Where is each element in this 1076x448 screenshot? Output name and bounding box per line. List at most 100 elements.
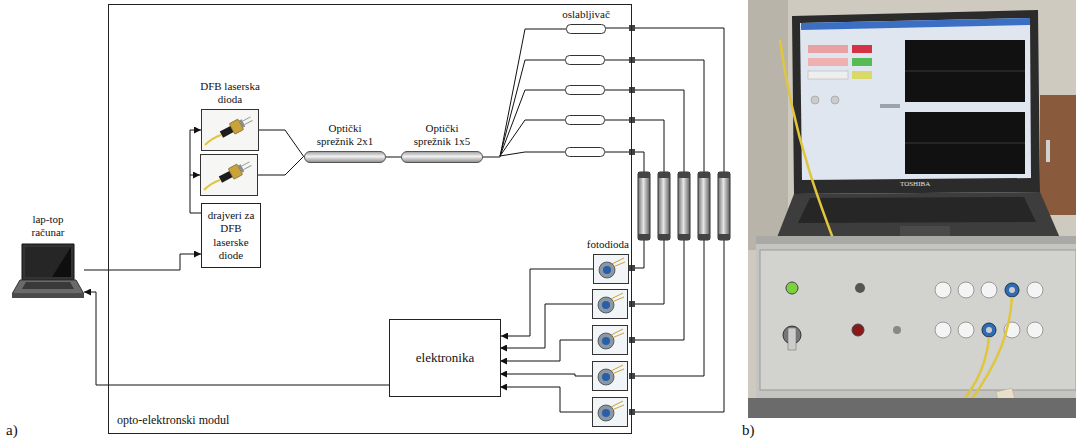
setup-photo [808,45,848,53]
sensor-tube [658,172,670,240]
connector [386,157,401,158]
sensor-tube [698,172,710,240]
laptop-computer: lap-top računar [12,242,84,300]
module-housing: DFB laserska dioda drajveri za DFB lasers… [108,4,632,434]
fiber-wire [635,90,684,172]
laser-diode: DFB laserska dioda [201,109,259,151]
electronics-box: elektronika [389,319,501,397]
setup-photo [1040,95,1076,215]
fiber-port [629,265,635,271]
attenuator [566,148,605,157]
setup-photo [905,40,1025,102]
photodiode [593,290,628,427]
setup-photo [808,71,848,79]
fiber-port [629,373,635,379]
laser-diode [201,155,258,196]
setup-photo [748,0,788,250]
setup-photo [798,197,1036,223]
connector [84,292,389,385]
node-heading: Optički sprežnik 2x1 [310,122,380,148]
setup-photo [786,282,798,294]
setup-photo [905,143,1025,144]
node-label: elektronika [394,350,496,366]
photodiode [593,290,628,319]
sensor-tube [718,234,730,240]
fiber-wire [500,374,592,376]
fiber-wire [190,28,724,412]
fiber-wire [605,90,629,91]
fiber-port [629,25,635,31]
attenuator: oslabljivač [566,24,606,34]
setup-photo [905,71,1025,72]
photodiode [593,326,628,355]
sensor-tube [678,234,690,240]
connector [501,269,593,336]
sensor-tube [658,172,670,178]
setup-photo [986,327,992,333]
sensor-tube [638,172,650,240]
sensor-tube [638,172,730,240]
node-heading: Optički sprežnik 1x5 [407,122,477,148]
setup-photo [748,398,1076,418]
text-holder: drajveri za DFB laserske diode [202,209,260,262]
setup-photo [935,322,951,338]
setup-photo [831,96,839,104]
fiber-wire [605,28,629,29]
connector [483,29,566,157]
node-heading: lap-top računar [23,213,73,239]
heading-holder: oslabljivač [562,8,610,21]
photodiode [593,362,628,391]
fiber-wire [605,120,629,121]
setup-photo [748,0,1076,418]
laser-diode-picture [202,110,259,151]
attenuator [566,86,605,95]
setup-photo [756,244,1076,398]
sensor-tube [698,234,710,240]
fiber-wire [605,60,629,61]
fiber-wire [635,240,644,268]
node-heading: oslabljivač [562,8,610,21]
fiber-wire [500,387,592,412]
setup-photo [801,18,1030,30]
photodiode-picture [593,254,629,284]
photodiode: fotodioda [593,254,629,284]
node-heading: DFB laserska dioda [193,80,267,106]
fiber-wire [500,340,592,361]
setup-photo [808,58,848,66]
fiber-port [629,409,635,415]
heading-holder: lap-top računar [23,213,73,239]
sensor-tube [638,234,650,240]
connector [190,130,201,213]
sensor-tube [658,234,670,240]
setup-photo [748,0,1076,418]
setup-photo [756,236,1076,244]
fiber-wire [500,152,565,156]
sensor-tube [718,172,730,178]
photodiode-picture [594,255,629,284]
attenuator-picture [566,24,606,34]
laptop-computer-picture [12,244,84,298]
text-holder: elektronika [390,350,500,366]
fiber-port [629,337,635,343]
setup-photo [800,18,1031,180]
fiber-port [629,25,635,415]
setup-photo [852,45,872,53]
sensor-tube [718,172,730,240]
fiber-wire [500,90,565,156]
fiber-wire [500,120,565,156]
setup-photo [811,96,819,104]
setup-photo [905,112,1025,174]
optical-coupler-picture [402,152,483,163]
attenuator-picture [567,25,606,34]
attenuator [566,116,605,125]
fiber-wire [258,157,303,175]
optical-coupler-picture [401,151,483,163]
setup-photo [852,71,872,79]
optical-coupler-picture [305,152,386,163]
fiber-port [629,117,635,123]
fiber-port [629,87,635,93]
fiber-wire [635,240,704,376]
laser-diode [201,155,258,196]
